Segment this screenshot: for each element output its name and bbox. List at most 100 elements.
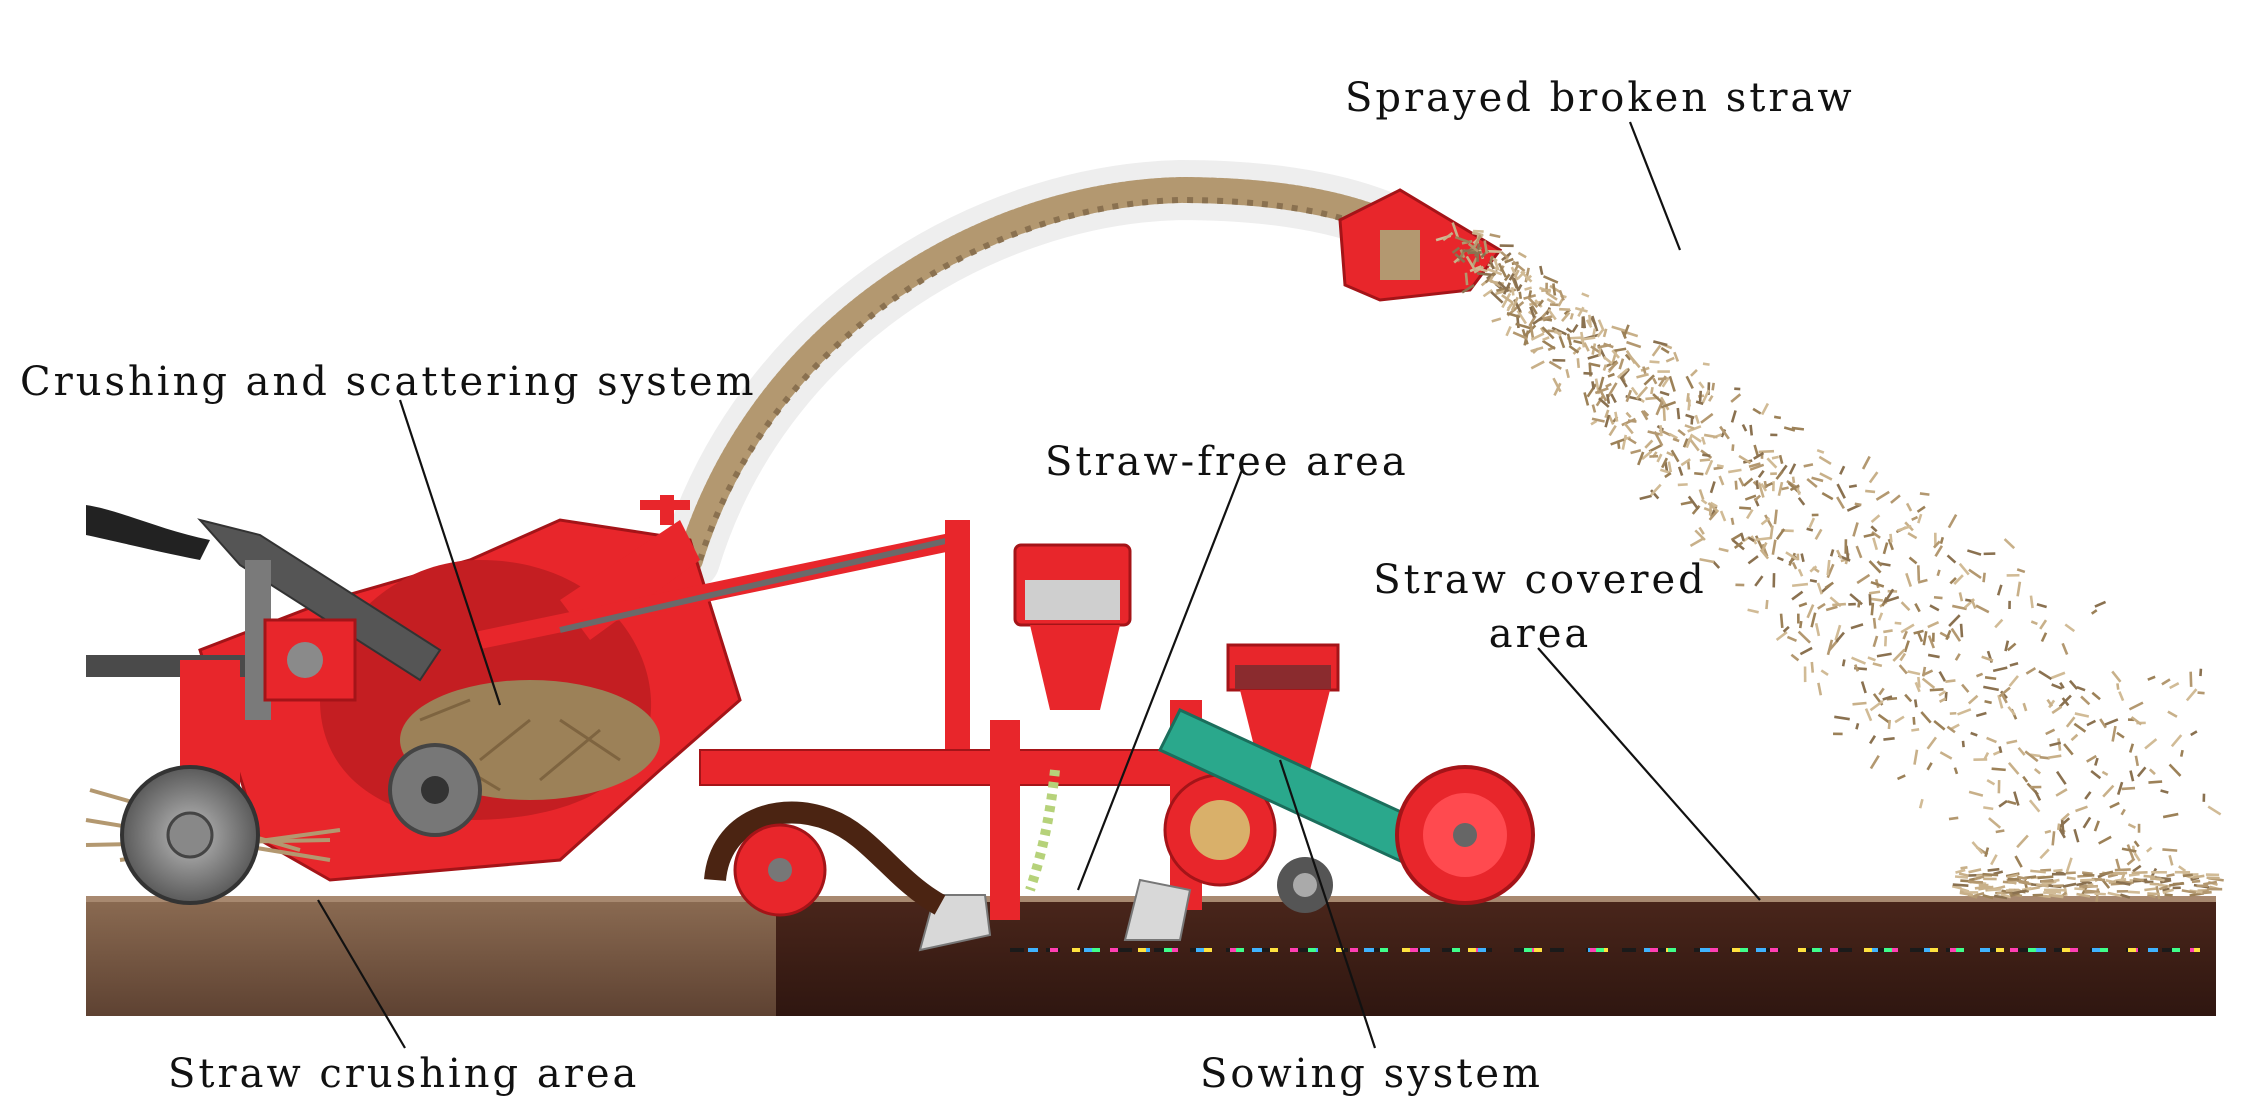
straw-fragment: [1604, 414, 1611, 428]
straw-fragment: [1882, 695, 1893, 701]
straw-fragment: [1685, 413, 1695, 419]
straw-fragment: [1630, 449, 1642, 455]
straw-fragment: [1672, 437, 1680, 443]
straw-fragment: [1591, 315, 1599, 332]
straw-fragment: [1852, 701, 1867, 706]
straw-fragment: [1687, 425, 1702, 433]
straw-fragment: [1701, 436, 1706, 445]
straw-fragment: [2055, 888, 2067, 892]
straw-fragment: [1900, 623, 1915, 634]
straw-fragment: [1826, 559, 1831, 576]
straw-fragment: [2080, 695, 2091, 706]
straw-fragment: [1936, 569, 1941, 577]
straw-fragment: [1987, 888, 2002, 892]
straw-fragment: [1701, 389, 1710, 404]
straw-fragment: [2120, 808, 2126, 816]
straw-fragment: [2115, 880, 2131, 886]
straw-fragment: [1451, 222, 1459, 238]
straw-fragment: [1779, 613, 1784, 628]
straw-fragment: [1643, 374, 1656, 386]
straw-fragment: [1739, 532, 1745, 542]
straw-fragment: [2120, 893, 2131, 899]
straw-fragment: [1700, 498, 1708, 505]
straw-fragment: [1640, 410, 1649, 421]
straw-fragment: [1961, 683, 1970, 693]
straw-fragment: [1527, 297, 1539, 309]
straw-fragment: [1711, 382, 1715, 391]
straw-fragment: [1870, 514, 1881, 524]
straw-fragment: [1872, 537, 1879, 551]
straw-fragment: [2051, 831, 2056, 846]
straw-fragment: [1782, 625, 1790, 633]
label-crushing-scattering-system: Crushing and scattering system: [20, 359, 757, 405]
straw-fragment: [1687, 495, 1700, 510]
straw-fragment: [1718, 547, 1729, 553]
straw-fragment: [2084, 791, 2092, 800]
straw-fragment: [1771, 455, 1779, 460]
straw-fragment: [2115, 858, 2121, 871]
straw-fragment: [1702, 453, 1711, 458]
leader-sowing: [1278, 759, 1377, 1049]
straw-fragment: [1698, 381, 1705, 389]
straw-fragment: [1867, 656, 1876, 662]
straw-fragment: [1506, 303, 1513, 312]
straw-fragment: [1929, 688, 1944, 692]
straw-fragment: [1709, 481, 1716, 494]
straw-fragment: [1561, 311, 1571, 322]
straw-fragment: [1883, 588, 1895, 604]
straw-fragment: [1541, 339, 1556, 350]
spray-nozzle: [1338, 188, 1503, 302]
straw-fragment: [1702, 362, 1710, 366]
straw-fragment: [1491, 317, 1502, 323]
straw-fragment: [1966, 549, 1982, 556]
straw-fragment: [2076, 685, 2086, 692]
straw-fragment: [2008, 675, 2019, 687]
straw-fragment: [1911, 728, 1920, 732]
straw-fragment: [1652, 377, 1658, 385]
straw-fragment: [2161, 678, 2171, 686]
straw-fragment: [1662, 407, 1666, 421]
straw-fragment: [1817, 682, 1823, 696]
straw-fragment: [1798, 620, 1803, 629]
straw-fragment: [1690, 369, 1698, 377]
straw-fragment: [1623, 436, 1632, 441]
straw-fragment: [1986, 779, 1996, 786]
straw-fragment: [2155, 885, 2161, 900]
straw-fragment: [1684, 424, 1695, 430]
straw-fragment: [1659, 468, 1670, 474]
straw-fragment: [1836, 483, 1846, 499]
straw-fragment: [1699, 458, 1711, 462]
straw-fragment: [1644, 439, 1654, 449]
straw-fragment: [1569, 313, 1574, 320]
straw-fragment: [1939, 536, 1945, 545]
straw-fragment: [1719, 425, 1730, 440]
straw-fragment: [1765, 599, 1769, 610]
straw-fragment: [2004, 640, 2010, 652]
straw-fragment: [1790, 653, 1800, 662]
label-straw-covered-area: Straw covered area: [1370, 560, 1710, 654]
straw-fragment: [1887, 538, 1894, 551]
straw-fragment: [1814, 623, 1821, 637]
straw-fragment: [1568, 344, 1580, 354]
straw-fragment: [1926, 762, 1933, 771]
straw-fragment: [1870, 580, 1885, 588]
straw-fragment: [2144, 887, 2157, 892]
straw-fragment: [2191, 879, 2201, 884]
straw-fragment: [1863, 532, 1875, 538]
straw-fragment: [2076, 892, 2091, 898]
straw-fragment: [1508, 273, 1515, 281]
straw-fragment: [2192, 874, 2205, 879]
straw-fragment: [1959, 623, 1964, 638]
straw-fragment: [1557, 298, 1564, 307]
straw-fragment: [1541, 288, 1551, 293]
straw-fragment: [1839, 465, 1846, 475]
straw-fragment: [1551, 326, 1567, 336]
straw-fragment: [1826, 639, 1834, 656]
straw-fragment: [1861, 455, 1871, 470]
straw-fragment: [2075, 805, 2088, 813]
sprayed-straw-cloud: [1435, 222, 2224, 902]
straw-fragment: [1926, 736, 1938, 750]
straw-fragment: [1755, 536, 1771, 542]
straw-fragment: [1869, 699, 1884, 712]
straw-fragment: [1749, 463, 1765, 471]
